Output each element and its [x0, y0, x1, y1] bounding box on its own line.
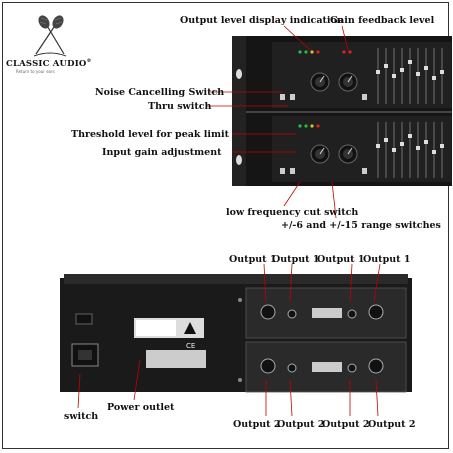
rack-hole-icon: [236, 69, 242, 79]
image-frame: [2, 2, 449, 449]
label-output1-a: Output 1: [229, 254, 277, 265]
xlr-output-1-icon: [260, 304, 276, 320]
microphone-logo-icon: [33, 15, 67, 57]
upper-led-row: [298, 50, 352, 54]
terminal-block-2-icon: [312, 362, 342, 372]
label-output1-d: Output 1: [363, 254, 411, 265]
label-power-outlet: Power outlet: [107, 402, 175, 413]
terminal-block-icon: [312, 308, 342, 318]
jack-output-2-icon: [287, 363, 297, 373]
front-equalizer-photo: [232, 36, 452, 186]
spec-label: [146, 350, 206, 368]
xlr-output-1b-icon: [368, 304, 384, 320]
label-noise-cancelling-switch: Noise Cancelling Switch: [95, 87, 225, 98]
label-range-switches: +/-6 and +/-15 range switches: [281, 220, 441, 231]
warning-triangle-icon: [184, 322, 196, 334]
xlr-output-2b-icon: [368, 358, 384, 374]
label-threshold-level: Threshold level for peak limit: [71, 129, 230, 140]
label-output-level-display: Output level display indication: [180, 15, 344, 26]
label-low-frequency-cut-switch: low frequency cut switch: [226, 207, 359, 218]
label-output2-a: Output 2: [233, 419, 281, 430]
label-switch: switch: [64, 411, 99, 422]
rack-hole-icon: [236, 155, 242, 165]
brand-tagline: Return to your ears: [16, 69, 55, 74]
label-output2-c: Output 2: [322, 419, 370, 430]
lower-led-row: [298, 124, 320, 128]
rear-equalizer-photo: CE: [60, 274, 412, 393]
jack-output-1b-icon: [347, 309, 357, 319]
label-input-gain-adjustment: Input gain adjustment: [102, 147, 222, 158]
jack-output-2b-icon: [347, 363, 357, 373]
jack-output-1-icon: [287, 309, 297, 319]
brand-name: CLASSIC AUDIO®: [6, 58, 92, 69]
label-output2-d: Output 2: [368, 419, 416, 430]
label-output1-b: Output 1: [272, 254, 320, 265]
xlr-output-2-icon: [260, 358, 276, 374]
ce-mark-icon: CE: [186, 342, 195, 350]
label-thru-switch: Thru switch: [148, 101, 212, 112]
brand-logo: [6, 10, 98, 76]
power-switch-icon: [75, 313, 93, 325]
label-output2-b: Output 2: [277, 419, 325, 430]
label-output1-c: Output 1: [317, 254, 365, 265]
label-gain-feedback-level: Gain feedback level: [330, 15, 435, 26]
